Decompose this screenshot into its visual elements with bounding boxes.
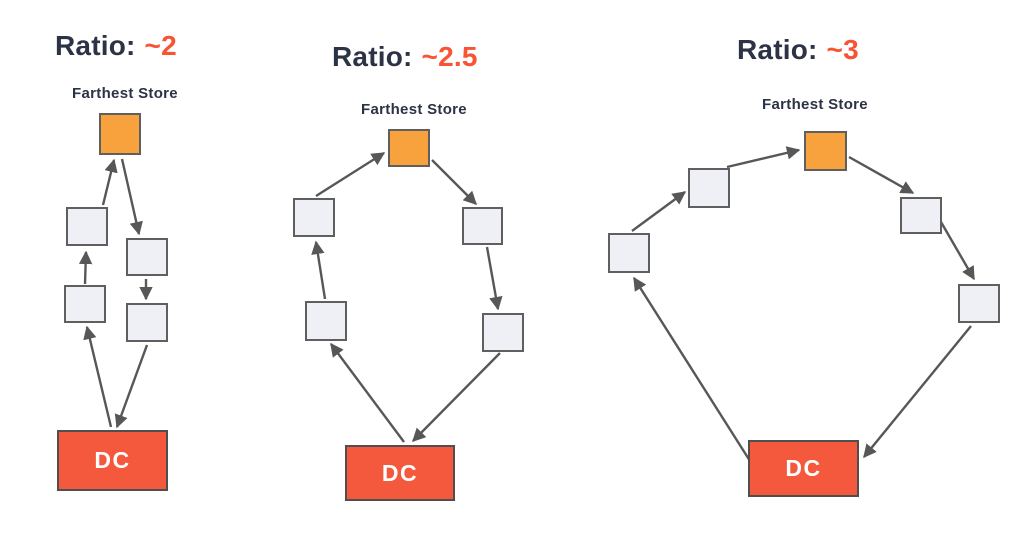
arrow-d3-upper-to-lower-right — [939, 221, 976, 281]
farthest-store-label: Farthest Store — [72, 85, 178, 102]
farthest-store-node — [804, 131, 847, 171]
store-node — [126, 238, 168, 276]
arrow-d2-store-to-upper-right — [431, 159, 477, 205]
farthest-store-node — [388, 129, 430, 167]
arrow-d2-lower-right-to-dc — [412, 352, 501, 442]
store-node — [482, 313, 524, 352]
ratio-title-prefix: Ratio: — [332, 41, 413, 72]
arrow-d3-store-to-upper-right — [848, 155, 915, 195]
arrow-d2-upper-left-to-store — [315, 151, 386, 198]
arrow-d1-lower-right-to-dc — [114, 344, 149, 429]
store-node — [900, 197, 942, 234]
store-node — [958, 284, 1000, 323]
ratio-title-prefix: Ratio: — [737, 34, 818, 65]
dc-label: DC — [94, 447, 131, 473]
farthest-store-label: Farthest Store — [762, 96, 868, 113]
arrow-d1-upper-left-to-store — [101, 158, 118, 206]
store-node — [688, 168, 730, 208]
ratio-title: Ratio: ~3 — [737, 34, 859, 66]
arrow-d3-lower-to-upper-left — [631, 191, 687, 232]
store-node — [608, 233, 650, 273]
arrow-d2-upper-to-lower-right — [485, 246, 503, 311]
dc-node: DC — [345, 445, 455, 501]
store-node — [64, 285, 106, 323]
farthest-store-label: Farthest Store — [361, 101, 467, 118]
arrow-d2-dc-to-lower-left — [330, 342, 405, 443]
ratio-title-value: ~2.5 — [421, 41, 478, 72]
ratio-title: Ratio: ~2 — [55, 30, 177, 62]
arrow-d3-lower-right-to-dc — [863, 325, 972, 459]
arrow-d3-upper-left-to-store — [726, 146, 801, 169]
farthest-store-node — [99, 113, 141, 155]
arrow-d1-dc-to-lower-left — [83, 325, 113, 428]
arrow-d1-lower-to-upper-left — [78, 250, 93, 285]
store-node — [126, 303, 168, 342]
dc-node: DC — [748, 440, 859, 497]
arrow-d1-store-to-upper-right — [120, 158, 143, 236]
ratio-title-value: ~3 — [826, 34, 859, 65]
store-node — [305, 301, 347, 341]
store-node — [462, 207, 503, 245]
ratio-title-prefix: Ratio: — [55, 30, 136, 61]
arrow-d3-dc-to-lower-left — [632, 276, 752, 462]
ratio-title-value: ~2 — [144, 30, 177, 61]
dc-label: DC — [381, 459, 419, 486]
ratio-title: Ratio: ~2.5 — [332, 41, 478, 73]
dc-node: DC — [57, 430, 168, 491]
store-node — [293, 198, 335, 237]
dc-label: DC — [785, 455, 822, 481]
store-node — [66, 207, 108, 246]
arrow-d2-lower-to-upper-left — [311, 240, 327, 300]
